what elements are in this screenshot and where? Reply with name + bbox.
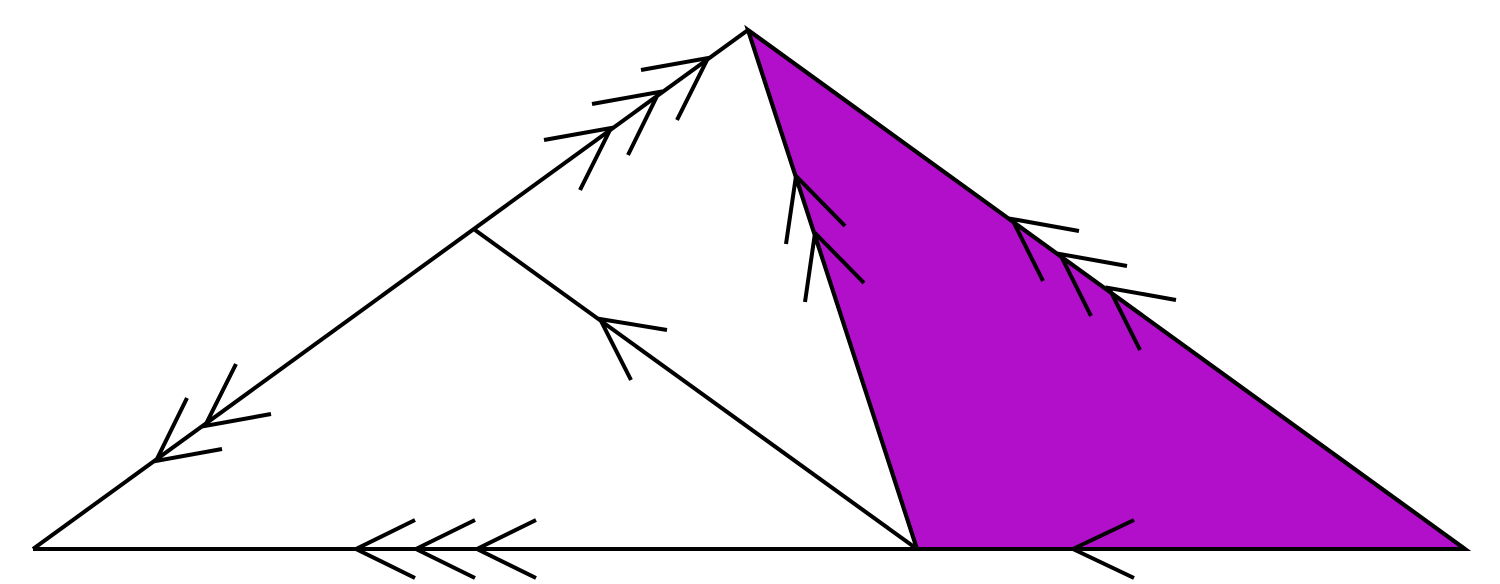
edge-inner-diagonal [473, 228, 919, 551]
arrow-base-right [1068, 518, 1135, 580]
arrow-right-side-2 [1056, 251, 1128, 317]
arrow-base-left-2 [411, 518, 476, 580]
edge-left-side [31, 28, 750, 551]
edge-inner-apex-line [746, 29, 919, 550]
arrow-inner-apex-2 [803, 228, 866, 303]
arrow-inner-apex-1 [784, 171, 847, 245]
arrow-base-left-3 [472, 518, 537, 580]
arrow-left-upper-2 [591, 89, 663, 156]
arrow-left-upper-1 [640, 55, 712, 121]
arrow-left-upper-3 [543, 125, 615, 191]
arrow-right-side-3 [1105, 285, 1177, 351]
arrow-left-lower-1 [201, 363, 272, 429]
edge-right-side [746, 28, 1467, 551]
arrow-inner-diagonal [596, 316, 668, 381]
arrow-left-lower-2 [152, 397, 223, 464]
arrow-base-left-1 [351, 518, 416, 580]
arrow-right-side-1 [1008, 216, 1080, 282]
